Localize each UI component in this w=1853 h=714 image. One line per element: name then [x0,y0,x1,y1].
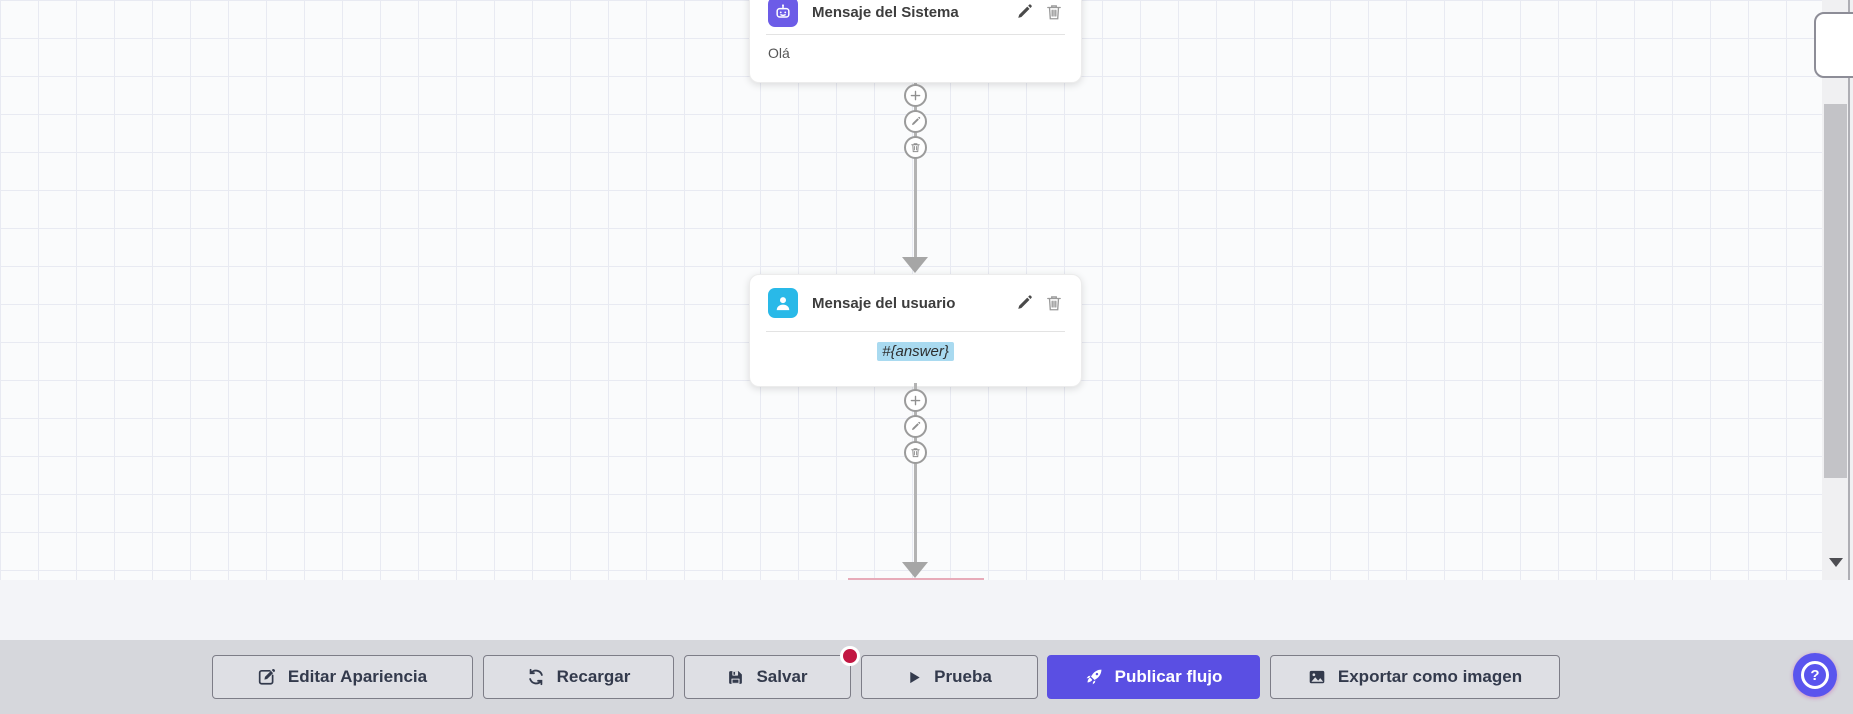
unsaved-changes-dot [840,646,860,666]
node-body-text: Olá [768,45,790,61]
button-label: Editar Apariencia [287,667,428,686]
refresh-icon [528,668,543,686]
publish-flow-button[interactable]: Publicar flujo [1047,655,1260,699]
question-mark-icon: ? [1801,661,1829,689]
vertical-scrollbar-thumb[interactable] [1824,104,1847,478]
button-label: Salvar [756,667,808,686]
add-node-button[interactable] [904,84,927,107]
button-label: Exportar como imagen [1337,667,1523,686]
edit-connector-button[interactable] [904,415,927,438]
delete-connector-button[interactable] [904,441,927,464]
test-button[interactable]: Prueba [861,655,1038,699]
help-label: ? [1810,666,1820,684]
add-node-button[interactable] [904,389,927,412]
answer-variable-token[interactable]: #{answer} [877,342,954,361]
image-icon [1309,670,1325,684]
node-system-message[interactable]: Mensaje del Sistema Olá [749,0,1082,83]
delete-node-icon[interactable] [1045,294,1063,312]
help-button[interactable]: ? [1793,653,1837,697]
play-icon [910,671,920,683]
export-image-button[interactable]: Exportar como imagen [1270,655,1560,699]
node-header: Mensaje del usuario [750,275,1081,331]
card-divider [766,34,1065,35]
connector-line [914,78,917,260]
robot-icon [768,0,798,27]
scrollbar-border [1848,0,1850,580]
node-header: Mensaje del Sistema [750,0,1081,34]
node-body: #{answer} [750,332,1081,371]
rocket-icon [1086,669,1102,685]
edit-appearance-button[interactable]: Editar Apariencia [212,655,473,699]
save-button[interactable]: Salvar [684,646,860,699]
canvas-footer-strip [0,580,1853,640]
save-icon [729,670,743,684]
button-label: Publicar flujo [1114,667,1223,686]
delete-node-icon[interactable] [1045,3,1063,21]
delete-connector-button[interactable] [904,136,927,159]
node-title: Mensaje del usuario [812,294,956,312]
edit-square-icon [258,668,275,685]
cutoff-side-panel[interactable] [1814,12,1853,78]
edit-node-icon[interactable] [1015,3,1033,21]
next-node-edge [848,578,984,580]
button-label: Recargar [556,667,631,686]
bottom-toolbar: Editar Apariencia Recargar Salvar Prueba [0,640,1853,714]
user-icon [768,288,798,318]
node-user-message[interactable]: Mensaje del usuario #{answer} [749,274,1082,387]
flow-canvas[interactable]: Mensaje del Sistema Olá [0,0,1853,580]
scroll-down-arrow-icon[interactable] [1829,558,1843,567]
connector-arrowhead [902,562,928,578]
edit-connector-button[interactable] [904,110,927,133]
reload-button[interactable]: Recargar [483,655,674,699]
connector-arrowhead [902,257,928,273]
edit-node-icon[interactable] [1015,294,1033,312]
card-divider [766,331,1065,332]
button-label: Prueba [934,667,992,686]
connector-line [914,383,917,564]
node-title: Mensaje del Sistema [812,3,959,21]
